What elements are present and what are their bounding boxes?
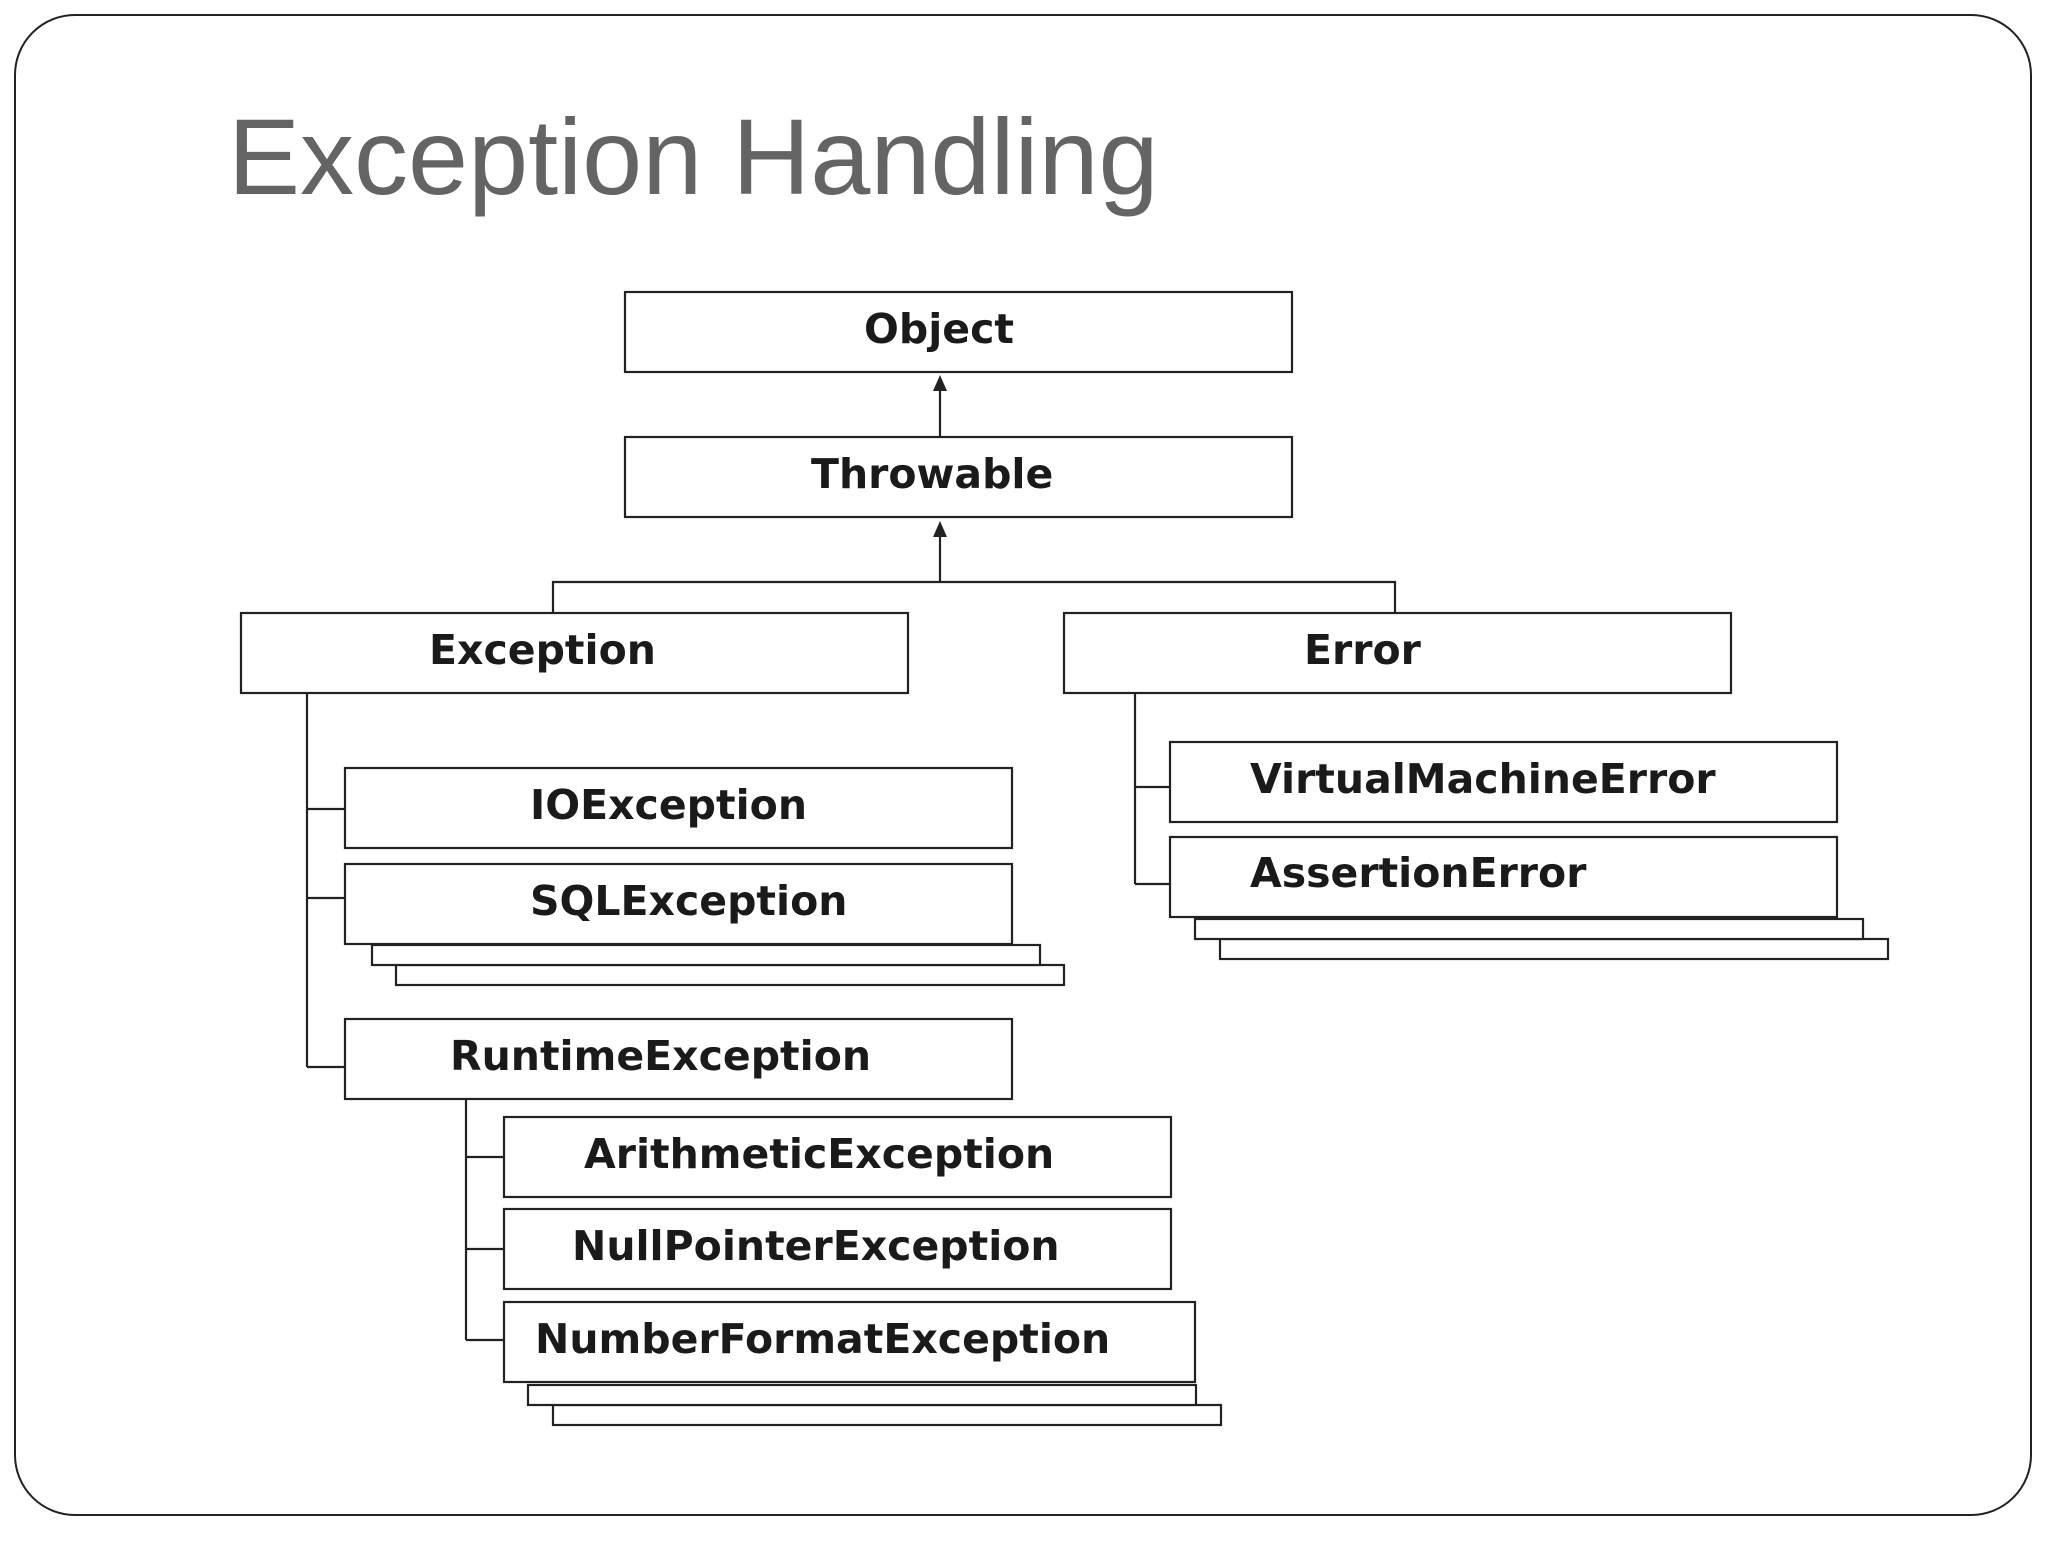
node-box-assertion-error — [1168, 835, 1839, 919]
node-box-number-format-exception — [502, 1300, 1197, 1384]
node-number-format-exception: NumberFormatException — [535, 1315, 1110, 1363]
node-null-pointer-exception: NullPointerException — [572, 1222, 1060, 1270]
node-exception: Exception — [429, 626, 656, 674]
node-box-io-exception — [343, 766, 1014, 850]
node-arithmetic-exception: ArithmeticException — [584, 1130, 1054, 1178]
more-subclasses-stack-number-format — [526, 1383, 1223, 1427]
node-box-null-pointer-exception — [502, 1207, 1173, 1291]
node-box-object — [623, 290, 1294, 374]
node-virtual-machine-error: VirtualMachineError — [1250, 755, 1716, 803]
connector-exception-error-branch — [551, 580, 1397, 612]
more-subclasses-stack-assertion — [1193, 917, 1890, 961]
node-labels: Object Throwable Exception Error IOExcep… — [429, 305, 1716, 1363]
arrow-head-icon — [933, 375, 947, 391]
node-box-arithmetic-exception — [502, 1115, 1173, 1199]
arrow-head-icon — [933, 521, 947, 537]
node-box-runtime-exception — [343, 1017, 1014, 1101]
node-box-exception — [239, 611, 910, 695]
node-error: Error — [1304, 626, 1422, 674]
node-assertion-error: AssertionError — [1250, 849, 1587, 897]
node-box-throwable — [623, 435, 1294, 519]
node-runtime-exception: RuntimeException — [450, 1032, 871, 1080]
node-box-virtual-machine-error — [1168, 740, 1839, 824]
node-object: Object — [864, 305, 1014, 353]
more-subclasses-stack-sql — [370, 943, 1066, 987]
node-io-exception: IOException — [530, 781, 807, 829]
hierarchy-diagram — [239, 290, 1890, 1427]
node-throwable: Throwable — [811, 450, 1053, 498]
node-box-sql-exception — [343, 862, 1014, 946]
node-sql-exception: SQLException — [530, 877, 847, 925]
node-box-error — [1062, 611, 1733, 695]
slide-title: Exception Handling — [228, 96, 1159, 217]
